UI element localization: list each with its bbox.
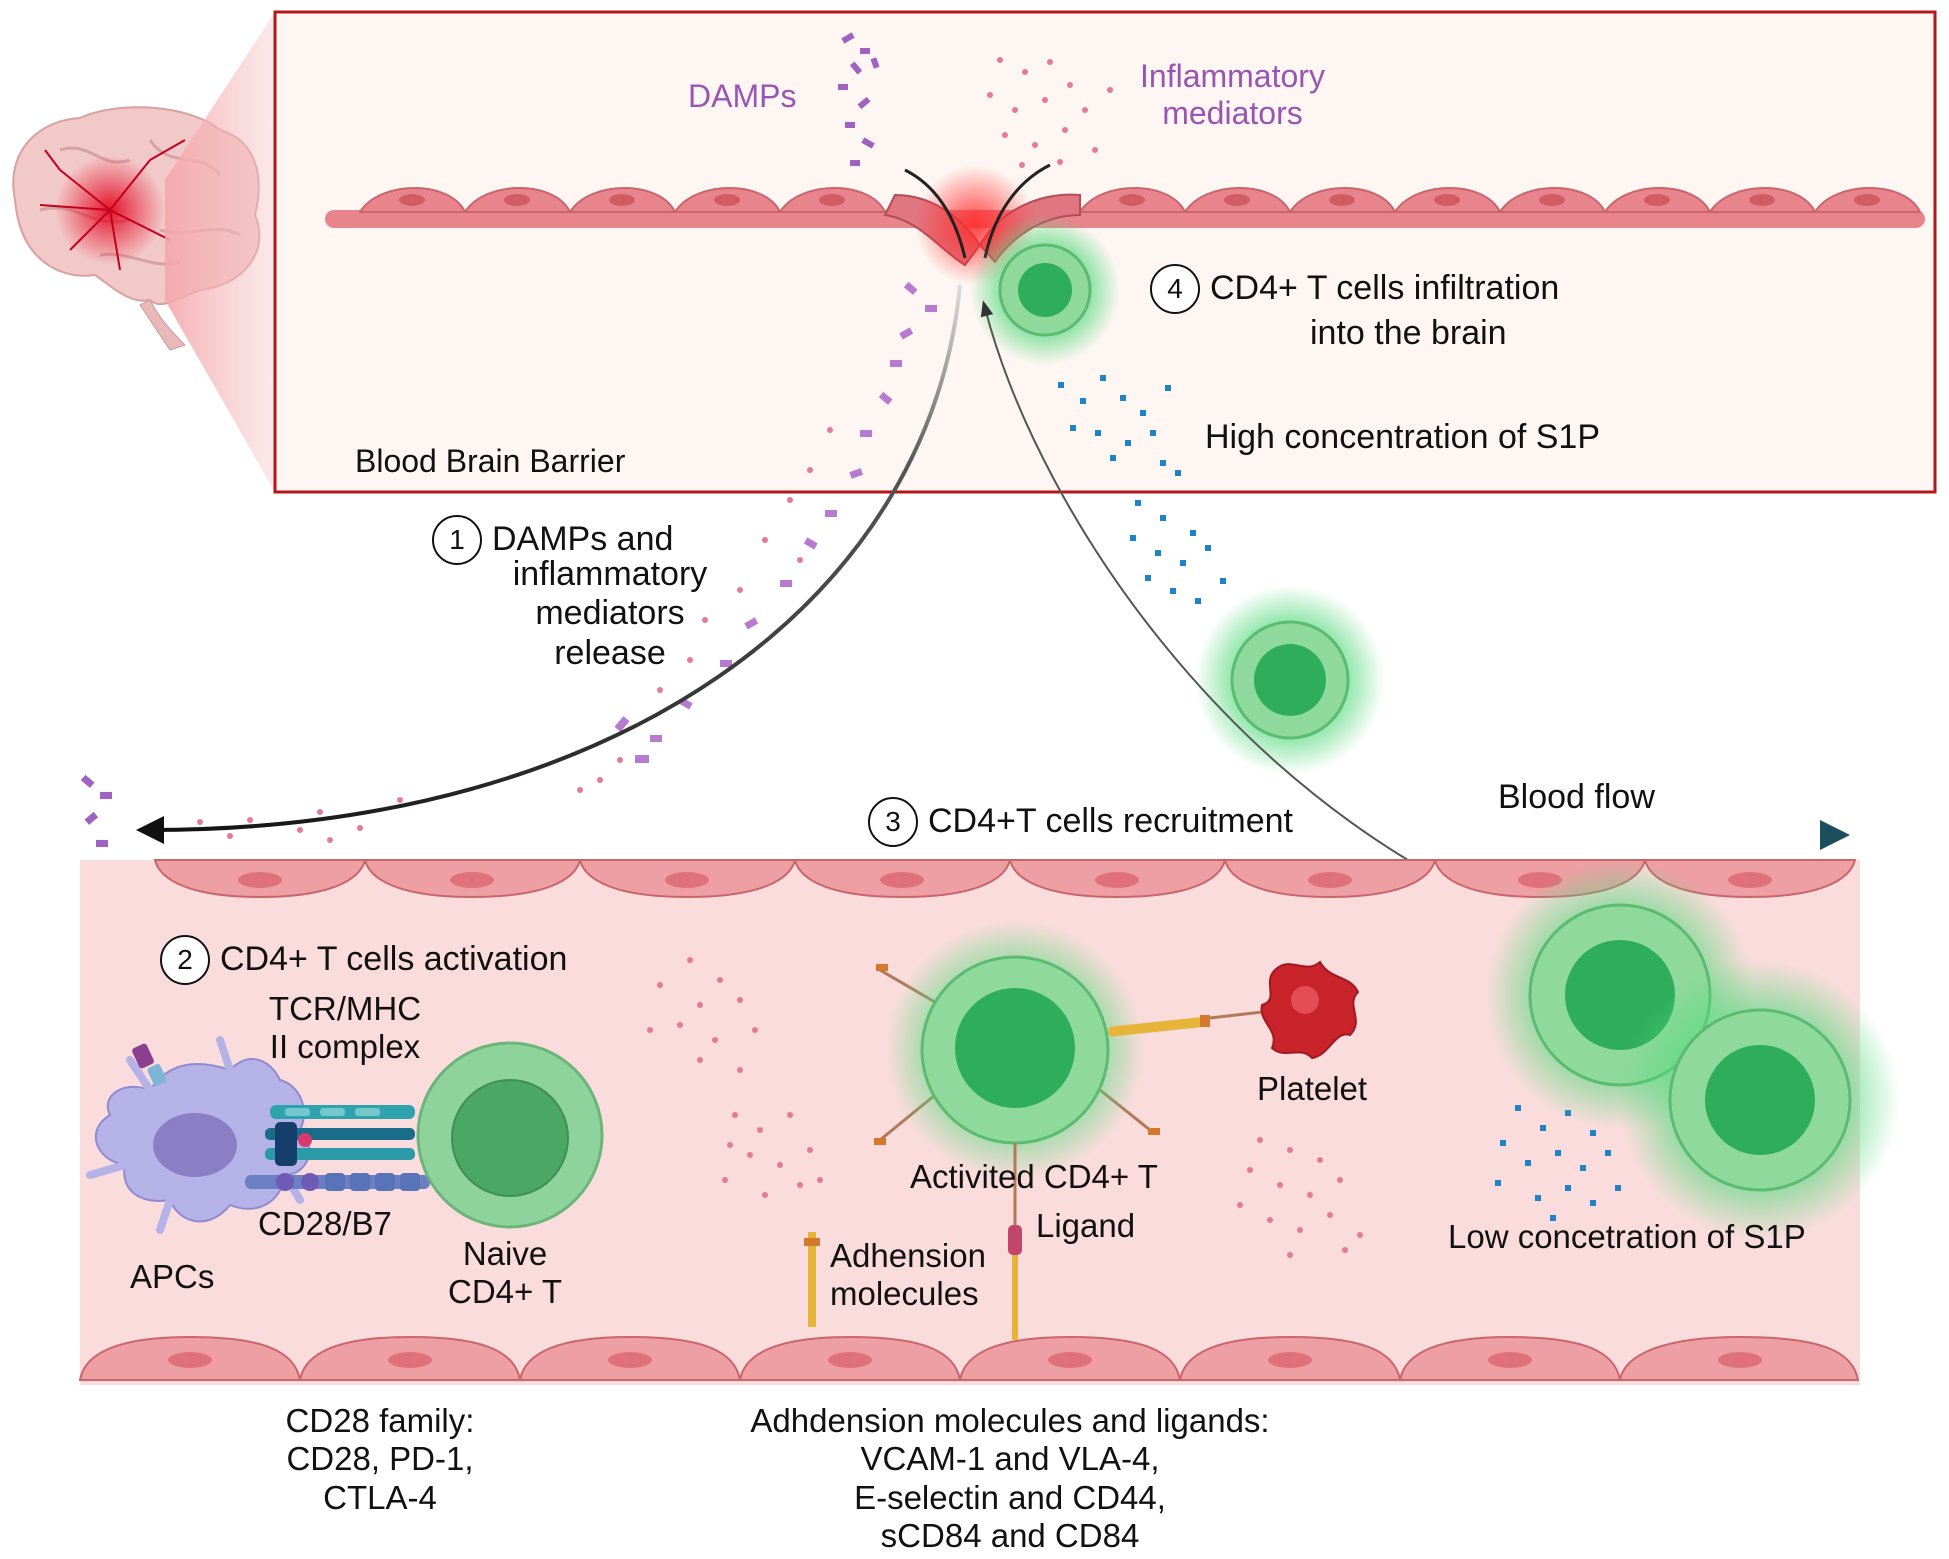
adhesion-label: Adhension molecules	[830, 1237, 986, 1314]
mediator-particles-vessel	[647, 957, 1363, 1258]
cd28-b7-label: CD28/B7	[258, 1205, 392, 1242]
adhesion-molecule-left	[804, 1232, 820, 1327]
adhesion-footer-line: Adhdension molecules and ligands:	[750, 1402, 1270, 1439]
step1-line-4: release	[554, 633, 666, 672]
damps-label: DAMPs	[688, 78, 797, 114]
naive-line-1: Naive	[462, 1235, 548, 1272]
adhesion-footer-line: sCD84 and CD84	[880, 1516, 1140, 1554]
damps-particles-trail	[614, 281, 937, 763]
adhesion-footer-line: VCAM-1 and VLA-4,	[860, 1440, 1160, 1478]
s1p-high-particles	[1058, 375, 1226, 604]
cd28-b7-complex	[245, 1173, 430, 1191]
zoom-funnel	[165, 12, 275, 492]
cd28-family-footer: CD28 family: CD28, PD-1, CTLA-4	[230, 1402, 530, 1517]
release-arrow	[136, 284, 962, 844]
step1-line-2: inflammatory	[512, 555, 708, 593]
damps-particles-top	[838, 32, 880, 166]
t-cell-rolling-1	[1485, 860, 1755, 1130]
step3-label: CD4+T cells recruitment	[928, 802, 1293, 841]
step4-number: 4	[1150, 264, 1200, 314]
ligand-label: Ligand	[1036, 1207, 1136, 1244]
adhesion-line-1: Adhension	[830, 1237, 986, 1274]
bbb-label: Blood Brain Barrier	[355, 443, 626, 479]
tcr-line-2: II complex	[269, 1028, 421, 1066]
step1-line-3: mediators	[535, 594, 685, 633]
tcr-mhc-complex	[265, 1105, 415, 1166]
naive-label: Naive CD4+ T	[420, 1235, 590, 1312]
cd28-family-line: CTLA-4	[323, 1478, 437, 1516]
naive-t-cell	[416, 1041, 604, 1229]
step2-number: 2	[160, 935, 210, 985]
bbb-endothelium	[325, 163, 1925, 285]
step1-line-1: DAMPs and	[492, 520, 674, 559]
cd28-family-line: CD28 family:	[285, 1402, 475, 1439]
step1-rest: inflammatory mediators release	[510, 555, 710, 673]
s1p-low-label: Low concetration of S1P	[1448, 1218, 1806, 1255]
apcs-label: APCs	[130, 1258, 215, 1295]
step1-number: 1	[432, 515, 482, 565]
inflammatory-mediators-label: Inflammatory mediators	[1140, 58, 1325, 132]
mediator-particles-trail	[197, 427, 833, 843]
cd28-family-line: CD28, PD-1,	[286, 1440, 474, 1478]
activated-t-cell	[874, 920, 1281, 1340]
t-cell-infiltrating	[970, 215, 1120, 365]
step4-block: 4 CD4+ T cells infiltration into the bra…	[1150, 264, 1559, 353]
step4-line-1: CD4+ T cells infiltration	[1210, 269, 1560, 308]
t-cell-rolling-2	[1620, 960, 1900, 1240]
inflammatory-line-2: mediators	[1162, 95, 1303, 132]
adhesion-footer: Adhdension molecules and ligands: VCAM-1…	[700, 1402, 1320, 1555]
blood-flow-label: Blood flow	[1498, 778, 1655, 816]
inflammatory-line-1: Inflammatory	[1140, 58, 1325, 94]
naive-line-2: CD4+ T	[447, 1273, 563, 1311]
mediator-particles-top	[987, 57, 1113, 168]
tcr-mhc-label: TCR/MHC II complex	[255, 990, 435, 1067]
step2-block: 2 CD4+ T cells activation	[160, 935, 567, 985]
platelet-cell	[1260, 960, 1360, 1060]
apc-receptor	[132, 1043, 167, 1087]
activated-t-label: Activited CD4+ T	[910, 1158, 1158, 1195]
step2-label: CD4+ T cells activation	[220, 940, 568, 979]
t-cell-migrating	[1195, 585, 1385, 775]
adhesion-footer-line: E-selectin and CD44,	[854, 1478, 1166, 1516]
step3-block: 3 CD4+T cells recruitment	[868, 797, 1293, 847]
step4-line-2: into the brain	[1310, 314, 1507, 352]
adhesion-line-2: molecules	[830, 1275, 979, 1313]
tcr-line-1: TCR/MHC	[268, 990, 422, 1027]
step3-number: 3	[868, 797, 918, 847]
step1-block: 1 DAMPs and	[432, 515, 673, 565]
platelet-label: Platelet	[1257, 1070, 1368, 1107]
s1p-high-label: High concentration of S1P	[1205, 418, 1601, 456]
